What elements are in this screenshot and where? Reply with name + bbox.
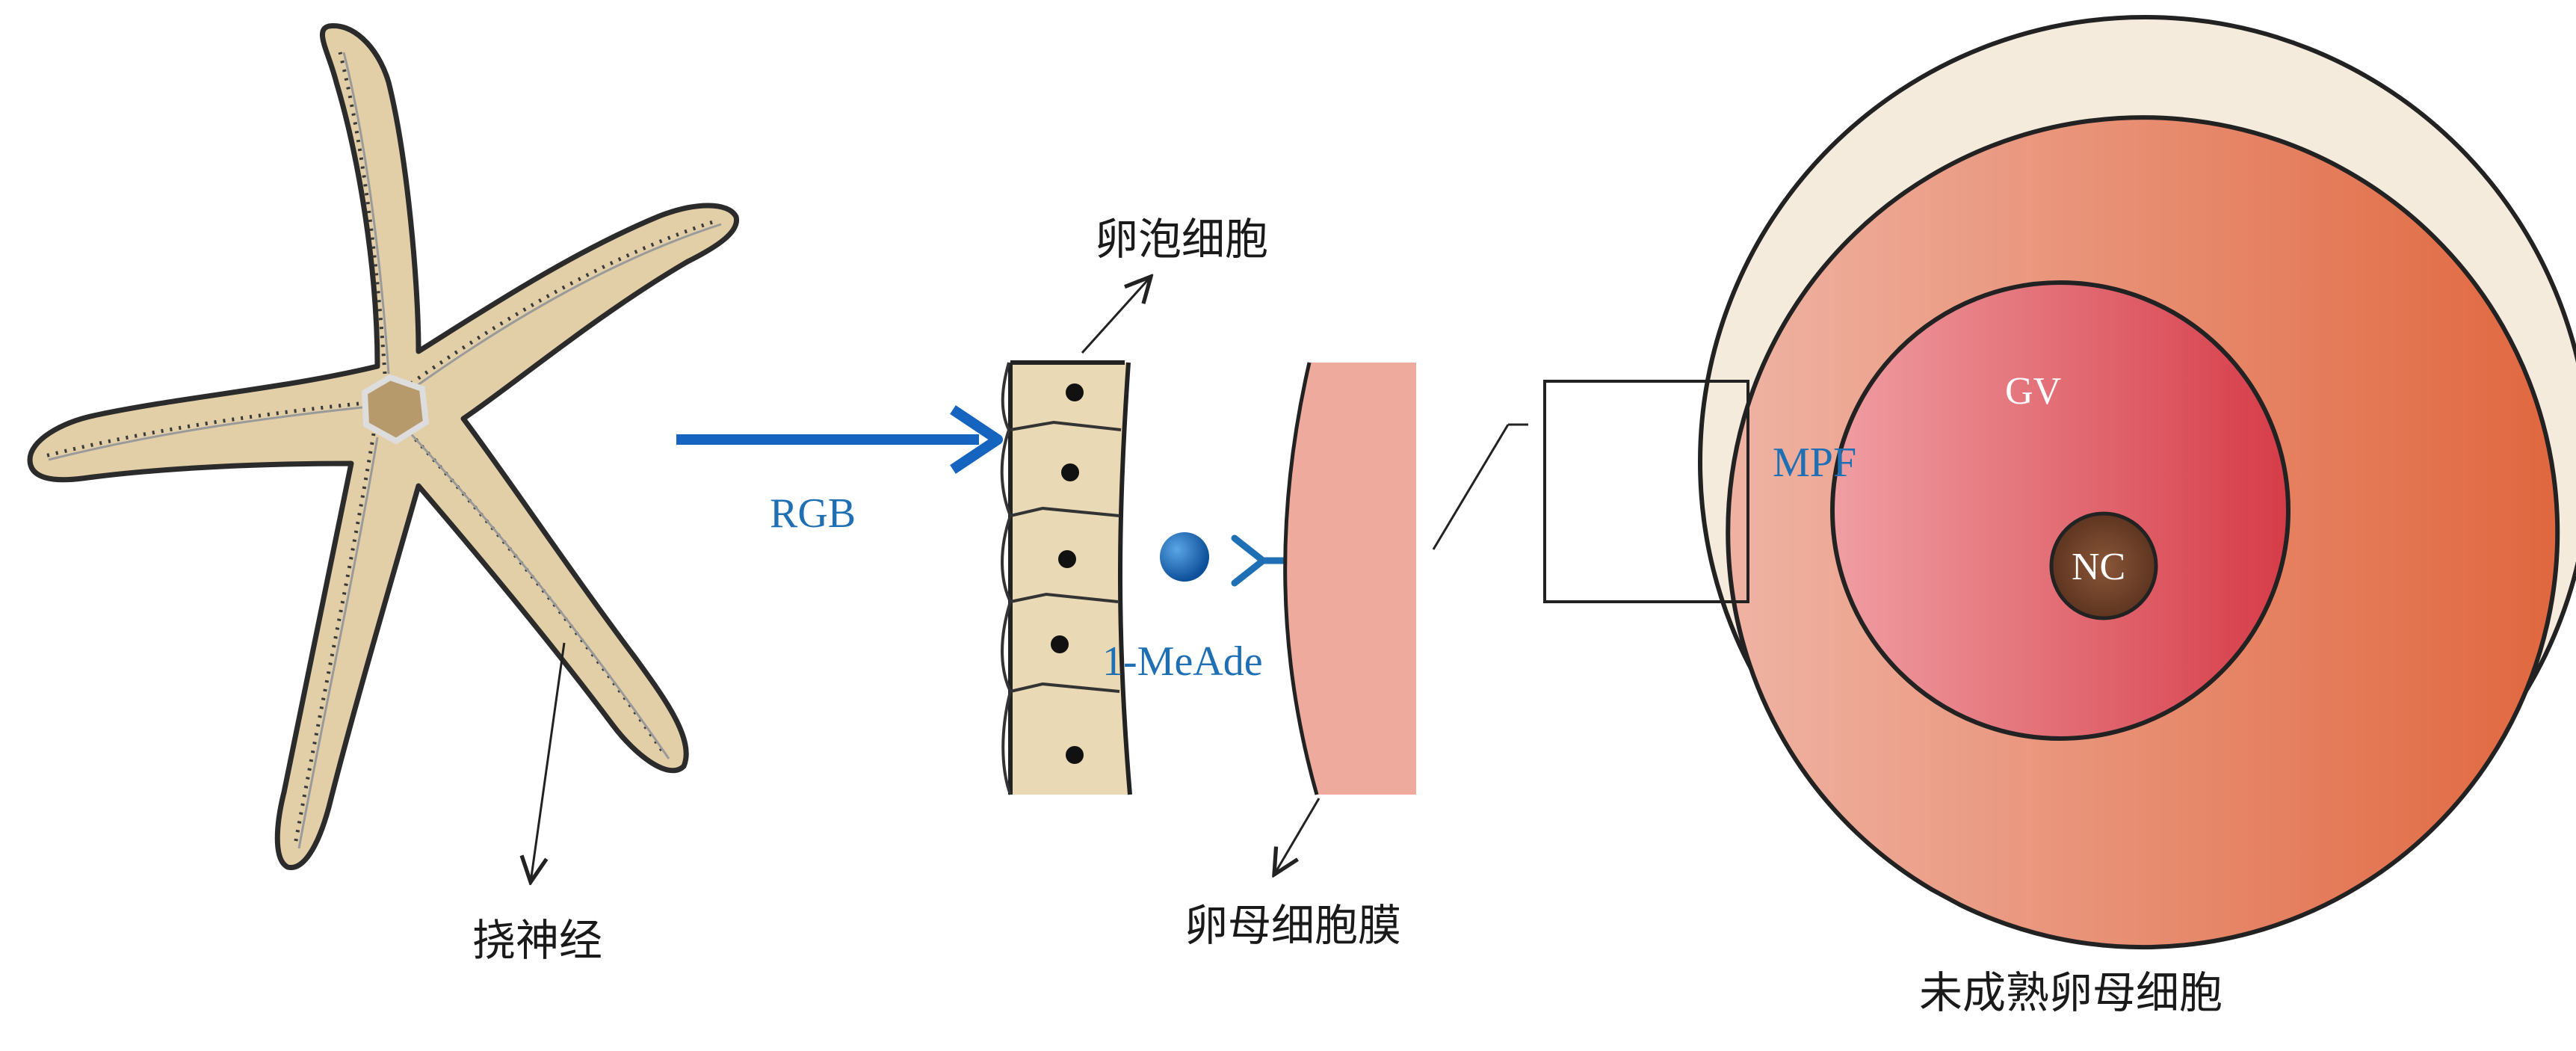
zoom-box [1543, 380, 1749, 603]
rgb-arrow [676, 405, 1003, 474]
meade-label: 1-MeAde [1102, 638, 1263, 685]
radial-nerve-label: 挠神经 [472, 916, 602, 965]
central-disc [361, 374, 430, 445]
zoom-connector [1432, 424, 1510, 550]
mpf-label: MPF [1773, 440, 1856, 486]
oocyte-membrane-panel [1283, 362, 1416, 795]
receptor-icon [1231, 534, 1293, 587]
oocyte-membrane-label: 卵母细胞膜 [1184, 901, 1401, 950]
oocyte-membrane-pointer [1274, 798, 1321, 875]
rgb-label: RGB [770, 490, 856, 537]
immature-oocyte [1698, 15, 2576, 950]
follicle-cell-layer [1000, 360, 1132, 795]
follicle-cell-label: 卵泡细胞 [1095, 215, 1268, 264]
nucleolus [2049, 511, 2158, 620]
follicle-nuclei [1051, 383, 1084, 764]
radial-nerve-pointer [531, 642, 566, 882]
immature-oocyte-label: 未成熟卵母细胞 [1919, 969, 2223, 1017]
starfish [27, 22, 739, 870]
starfish-body [27, 22, 739, 870]
follicle-cell-pointer [1081, 277, 1151, 354]
germinal-vesicle [1830, 280, 2291, 741]
nc-label: NC [2072, 546, 2125, 588]
meade-molecule [1160, 532, 1209, 582]
gv-label: GV [2005, 370, 2061, 413]
